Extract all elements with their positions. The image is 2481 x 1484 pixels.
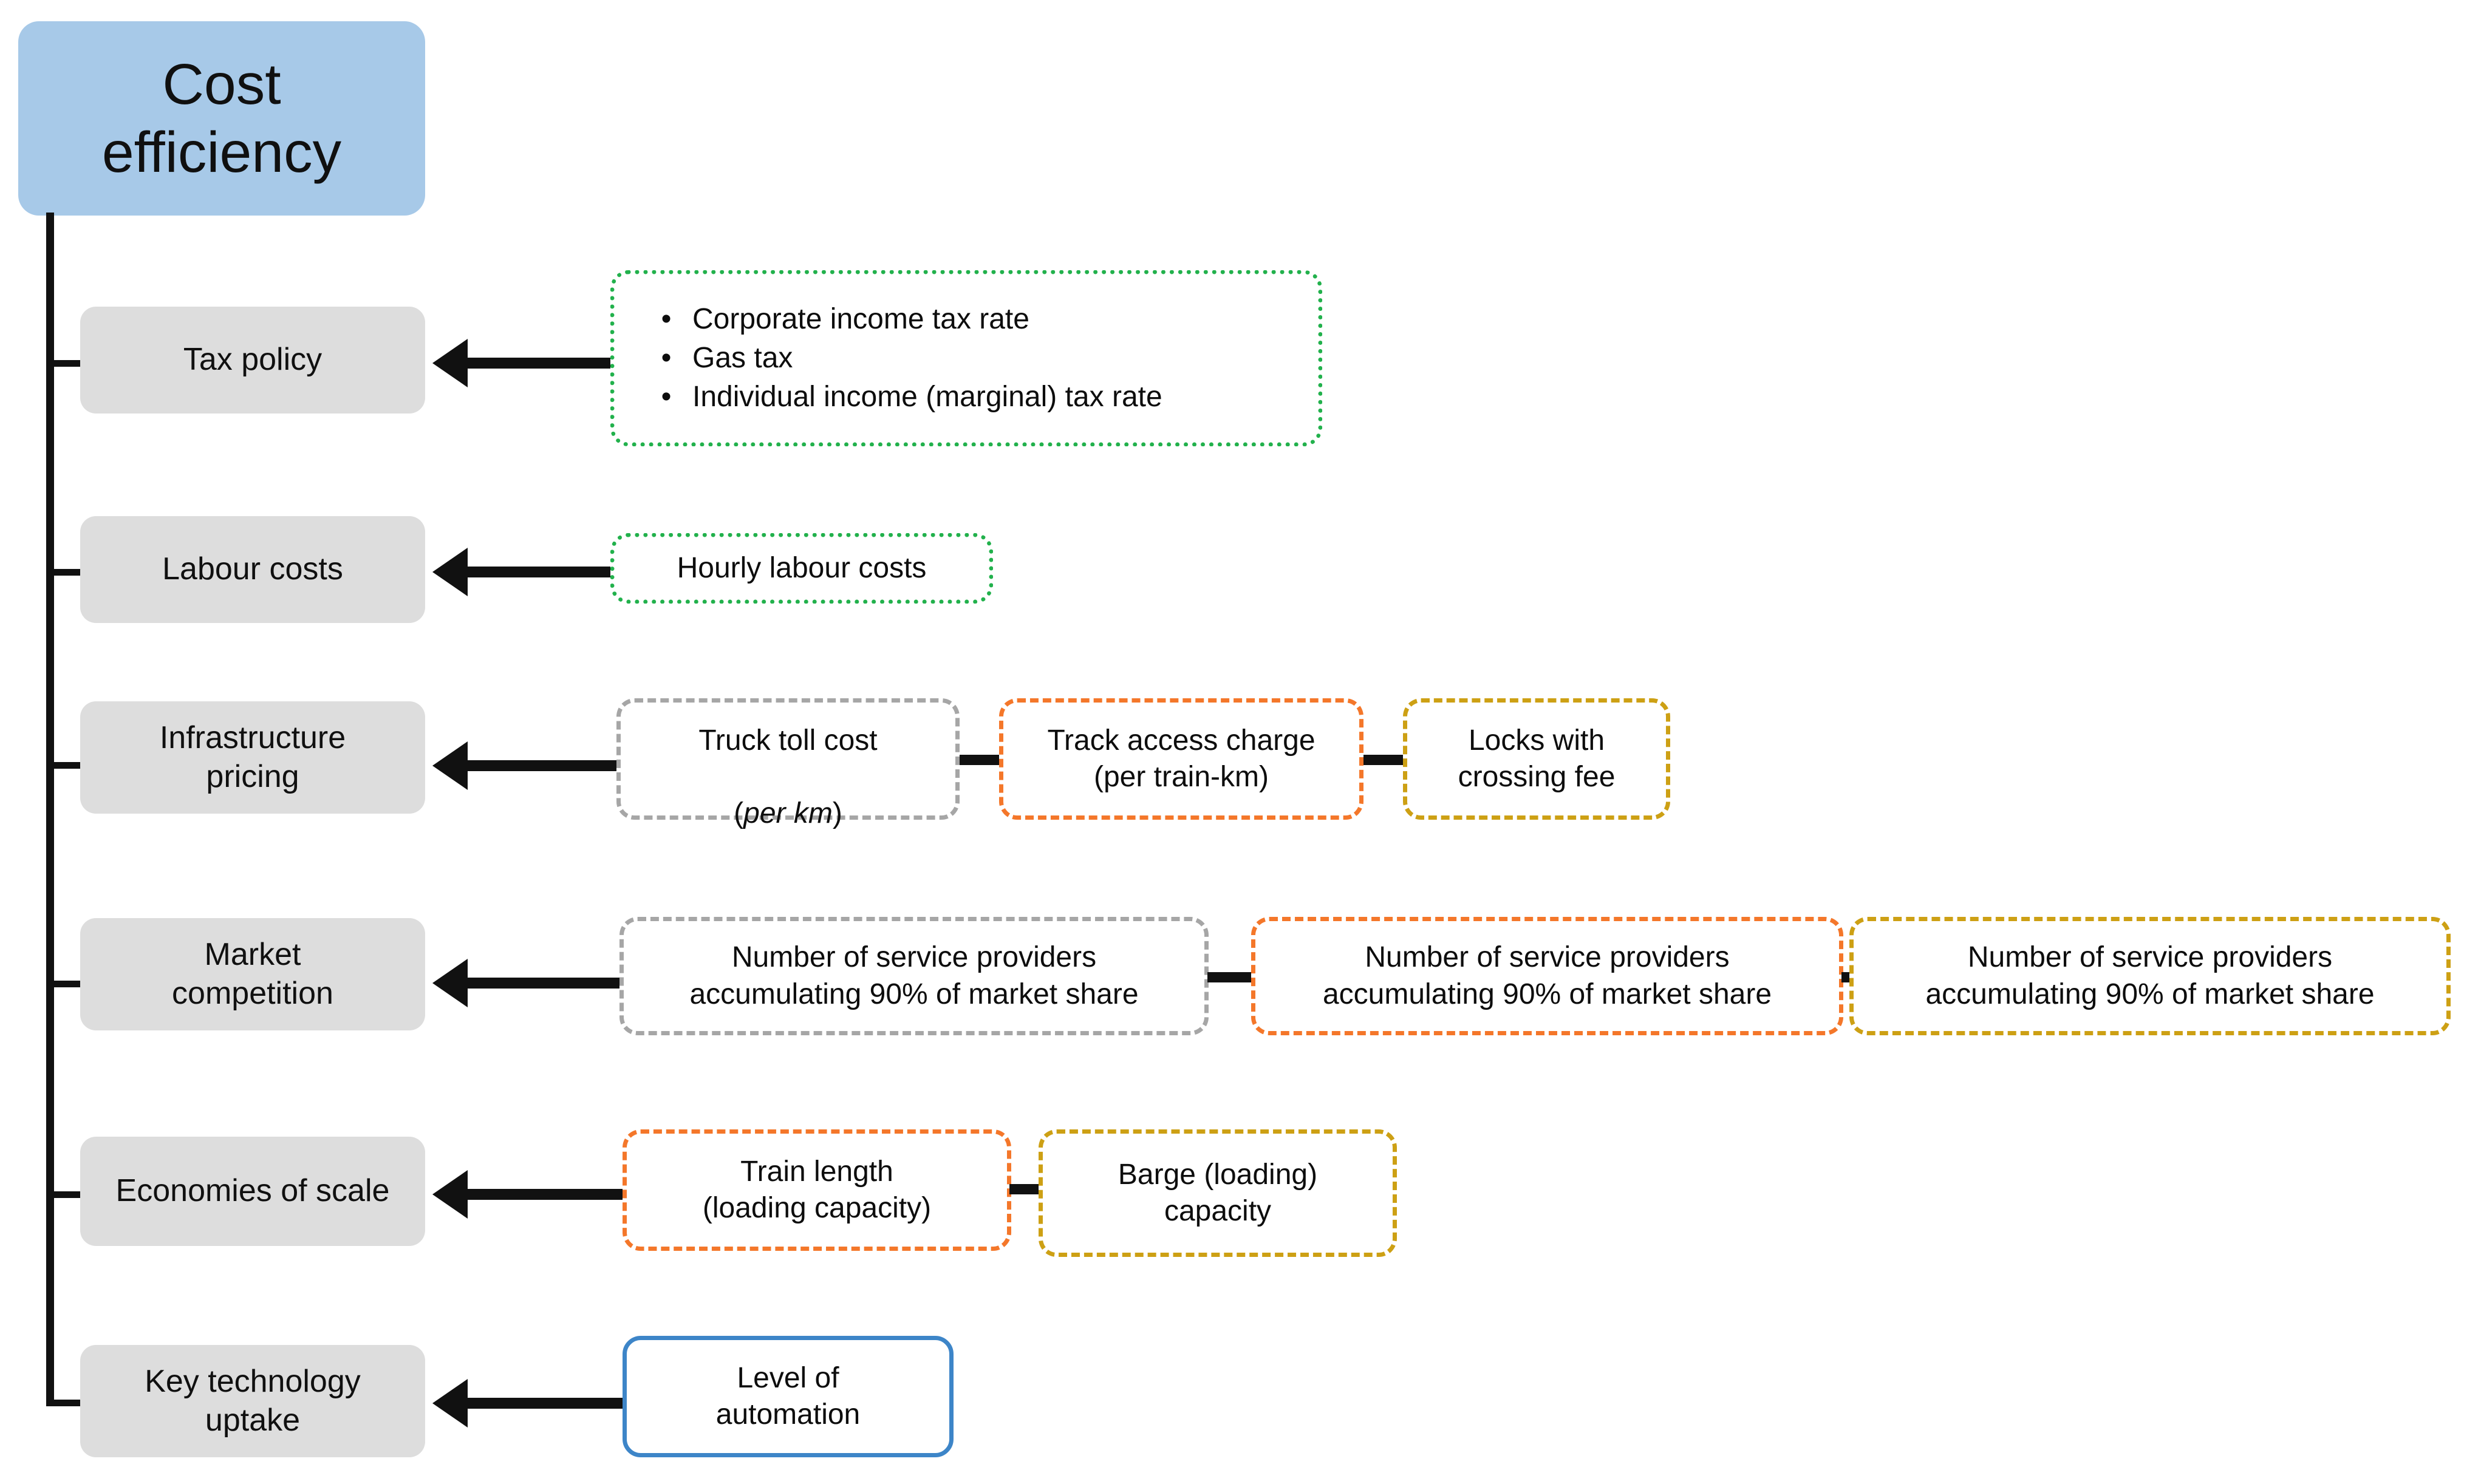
category-label-tax-policy: Tax policy (183, 342, 322, 378)
arrow-shaft-key-technology-uptake (468, 1398, 623, 1409)
indicator-box-key-technology-uptake-1[interactable]: Level of automation (623, 1336, 954, 1457)
indicator-label: Number of service providers accumulating… (1925, 941, 2375, 1010)
bullet-dot-icon: • (661, 342, 672, 374)
indicator-label: Barge (loading) capacity (1118, 1158, 1318, 1227)
arrow-shaft-economies-of-scale (468, 1189, 623, 1200)
indicator-box-economies-of-scale-2[interactable]: Barge (loading) capacity (1039, 1129, 1397, 1257)
bullet-text: Corporate income tax rate (692, 303, 1029, 335)
indicator-label: Track access charge (per train-km) (1047, 724, 1316, 793)
arrow-shaft-tax-policy (468, 358, 613, 369)
category-box-infrastructure-pricing[interactable]: Infrastructure pricing (80, 701, 425, 814)
arrow-head-market-competition (432, 959, 468, 1007)
category-box-economies-of-scale[interactable]: Economies of scale (80, 1137, 425, 1246)
category-box-key-technology-uptake[interactable]: Key technology uptake (80, 1345, 425, 1457)
indicator-box-economies-of-scale-1[interactable]: Train length (loading capacity) (623, 1129, 1011, 1251)
arrow-shaft-market-competition (468, 978, 623, 989)
link-bar-infrastructure-2-3 (1363, 755, 1406, 765)
indicator-box-infrastructure-pricing-1[interactable]: Truck toll cost (per km) (616, 698, 960, 829)
arrow-head-infrastructure-pricing (432, 741, 468, 790)
category-label-infrastructure-pricing: Infrastructure pricing (159, 720, 346, 794)
bullet-dot-icon: • (661, 303, 672, 335)
indicator-box-market-competition-3[interactable]: Number of service providers accumulating… (1849, 917, 2451, 1035)
indicator-box-infrastructure-pricing-3[interactable]: Locks with crossing fee (1403, 698, 1670, 820)
indicator-box-tax-policy-1[interactable]: • Corporate income tax rate • Gas tax • … (610, 270, 1322, 446)
arrow-shaft-infrastructure-pricing (468, 760, 616, 771)
link-bar-infrastructure-1-2 (960, 755, 1002, 765)
indicator-label: Truck toll cost (per km) (698, 724, 878, 830)
arrow-head-tax-policy (432, 339, 468, 387)
branch-stub-infrastructure-pricing (46, 762, 84, 769)
indicator-label: Hourly labour costs (677, 551, 927, 584)
indicator-box-infrastructure-pricing-2[interactable]: Track access charge (per train-km) (999, 698, 1363, 820)
category-box-labour-costs[interactable]: Labour costs (80, 516, 425, 623)
indicator-box-market-competition-2[interactable]: Number of service providers accumulating… (1251, 917, 1843, 1035)
indicator-label: Level of automation (715, 1361, 861, 1431)
indicator-label: Number of service providers accumulating… (1322, 941, 1772, 1010)
category-box-tax-policy[interactable]: Tax policy (80, 307, 425, 414)
category-label-labour-costs: Labour costs (162, 551, 343, 587)
branch-stub-key-technology-uptake (46, 1400, 84, 1406)
link-bar-market-1-2 (1207, 972, 1255, 982)
indicator-label: Locks with crossing fee (1458, 724, 1616, 793)
bullet-text: Gas tax (692, 342, 793, 374)
branch-stub-tax-policy (46, 360, 84, 367)
category-label-market-competition: Market competition (172, 937, 333, 1011)
category-box-market-competition[interactable]: Market competition (80, 918, 425, 1030)
arrow-head-key-technology-uptake (432, 1379, 468, 1428)
arrow-head-economies-of-scale (432, 1170, 468, 1219)
category-label-economies-of-scale: Economies of scale (115, 1173, 390, 1209)
branch-stub-economies-of-scale (46, 1191, 84, 1198)
arrow-head-labour-costs (432, 548, 468, 596)
branch-stub-labour-costs (46, 569, 84, 576)
arrow-shaft-labour-costs (468, 567, 613, 577)
bullet-text: Individual income (marginal) tax rate (692, 381, 1162, 413)
indicator-bullet-list-tax-policy: • Corporate income tax rate • Gas tax • … (623, 295, 1309, 421)
indicator-label-line2-italic: per km (743, 797, 833, 830)
indicator-label: Number of service providers accumulating… (689, 941, 1139, 1010)
indicator-box-labour-costs-1[interactable]: Hourly labour costs (610, 533, 993, 604)
list-item: • Individual income (marginal) tax rate (640, 383, 1309, 412)
root-node-cost-efficiency[interactable]: Cost efficiency (18, 21, 425, 216)
branch-stub-market-competition (46, 981, 84, 987)
list-item: • Corporate income tax rate (640, 305, 1309, 334)
indicator-box-market-competition-1[interactable]: Number of service providers accumulating… (619, 917, 1209, 1035)
trunk-vertical-line (46, 213, 54, 1404)
indicator-label: Train length (loading capacity) (702, 1155, 932, 1224)
bullet-dot-icon: • (661, 381, 672, 413)
root-node-label: Cost efficiency (101, 52, 342, 185)
category-label-key-technology-uptake: Key technology uptake (145, 1364, 361, 1438)
list-item: • Gas tax (640, 344, 1309, 373)
indicator-label-line1: Truck toll cost (698, 724, 878, 757)
